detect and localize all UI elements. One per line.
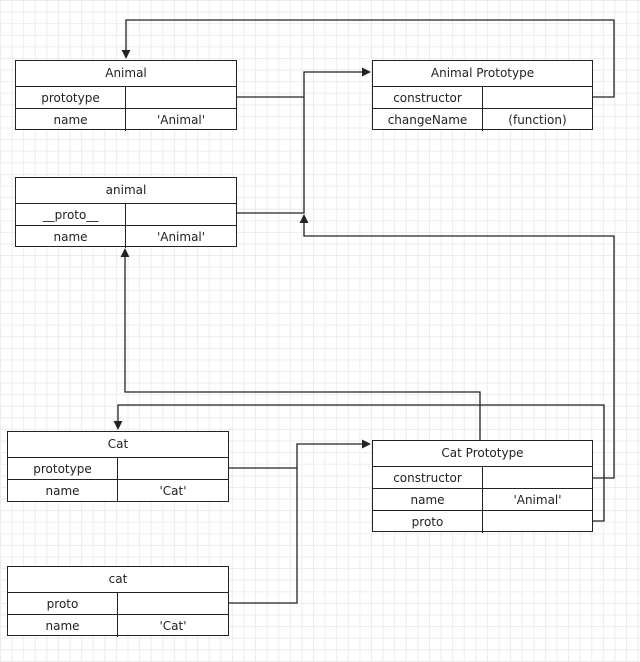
property-row: name 'Animal' — [373, 489, 592, 511]
property-value: 'Animal' — [156, 230, 206, 244]
property-key: name — [16, 109, 126, 131]
property-key: proto — [8, 593, 118, 614]
pointer-cell — [118, 458, 228, 479]
animal-instance-box: animal __proto__name 'Animal' — [15, 177, 237, 248]
property-row: name 'Animal' — [16, 226, 236, 248]
property-value: 'Cat' — [159, 484, 187, 498]
box-title: Animal — [16, 61, 236, 87]
property-key: name — [8, 480, 118, 502]
box-title: animal — [16, 178, 236, 204]
property-key: prototype — [16, 87, 126, 108]
property-row: proto — [8, 593, 228, 615]
property-value: (function) — [508, 113, 567, 127]
property-key: proto — [373, 511, 483, 533]
property-value: 'Animal' — [156, 113, 206, 127]
property-key: name — [373, 489, 483, 510]
property-row: name 'Animal' — [16, 109, 236, 131]
property-row: name 'Cat' — [8, 615, 228, 637]
box-title: Animal Prototype — [373, 61, 592, 87]
pointer-cell — [118, 593, 228, 614]
property-key: name — [16, 226, 126, 248]
pointer-cell — [126, 204, 236, 225]
property-row: constructor — [373, 87, 592, 109]
property-key: changeName — [373, 109, 483, 131]
property-key: name — [8, 615, 118, 637]
box-title: Cat Prototype — [373, 441, 592, 467]
pointer-cell — [483, 87, 592, 108]
property-row: proto — [373, 511, 592, 533]
box-title: cat — [8, 567, 228, 593]
box-rows: __proto__name 'Animal' — [16, 204, 236, 248]
property-row: name 'Cat' — [8, 480, 228, 502]
property-row: prototype — [8, 458, 228, 480]
arrow-cat-proto-constructor-to-animal-prototype — [299, 214, 615, 479]
property-key: prototype — [8, 458, 118, 479]
property-value: 'Animal' — [513, 493, 562, 507]
property-key: constructor — [373, 467, 483, 488]
pointer-cell — [483, 511, 592, 533]
property-row: constructor — [373, 467, 592, 489]
property-row: changeName (function) — [373, 109, 592, 131]
arrow-cat-prototype-to-animal-instance — [120, 248, 481, 440]
property-key: __proto__ — [16, 204, 126, 225]
property-key: constructor — [373, 87, 483, 108]
property-row: __proto__ — [16, 204, 236, 226]
property-row: prototype — [16, 87, 236, 109]
pointer-cell — [483, 467, 592, 488]
property-value: 'Cat' — [159, 619, 187, 633]
pointer-cell — [126, 87, 236, 108]
box-title: Cat — [8, 432, 228, 458]
